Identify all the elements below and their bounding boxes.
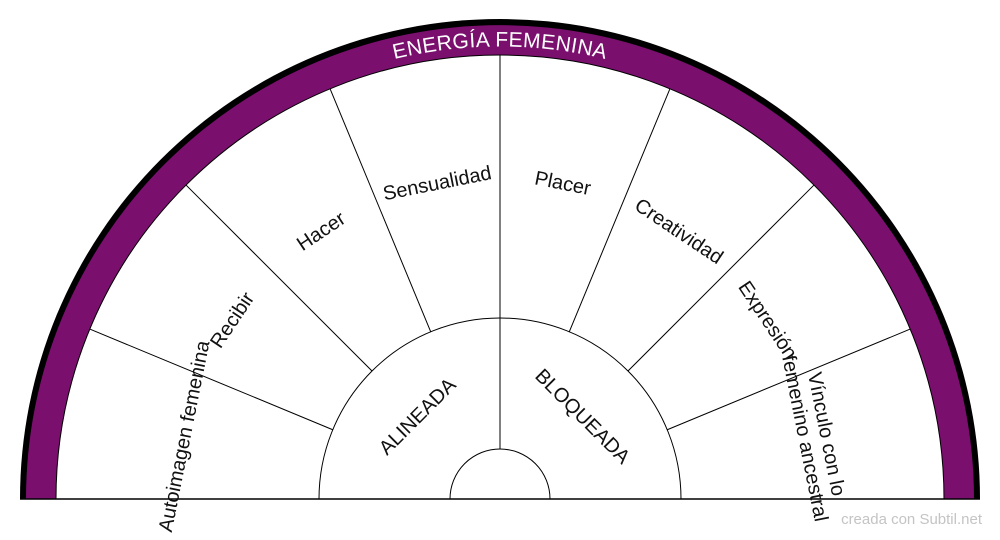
segment-divider <box>568 88 671 332</box>
segment-divider <box>329 88 432 332</box>
segment-divider <box>667 328 911 431</box>
segment-divider <box>89 328 333 431</box>
footer-credit: creada con Subtil.net <box>841 511 982 528</box>
segment-divider <box>627 184 815 372</box>
segment-divider <box>185 184 373 372</box>
center-hub <box>449 448 551 500</box>
